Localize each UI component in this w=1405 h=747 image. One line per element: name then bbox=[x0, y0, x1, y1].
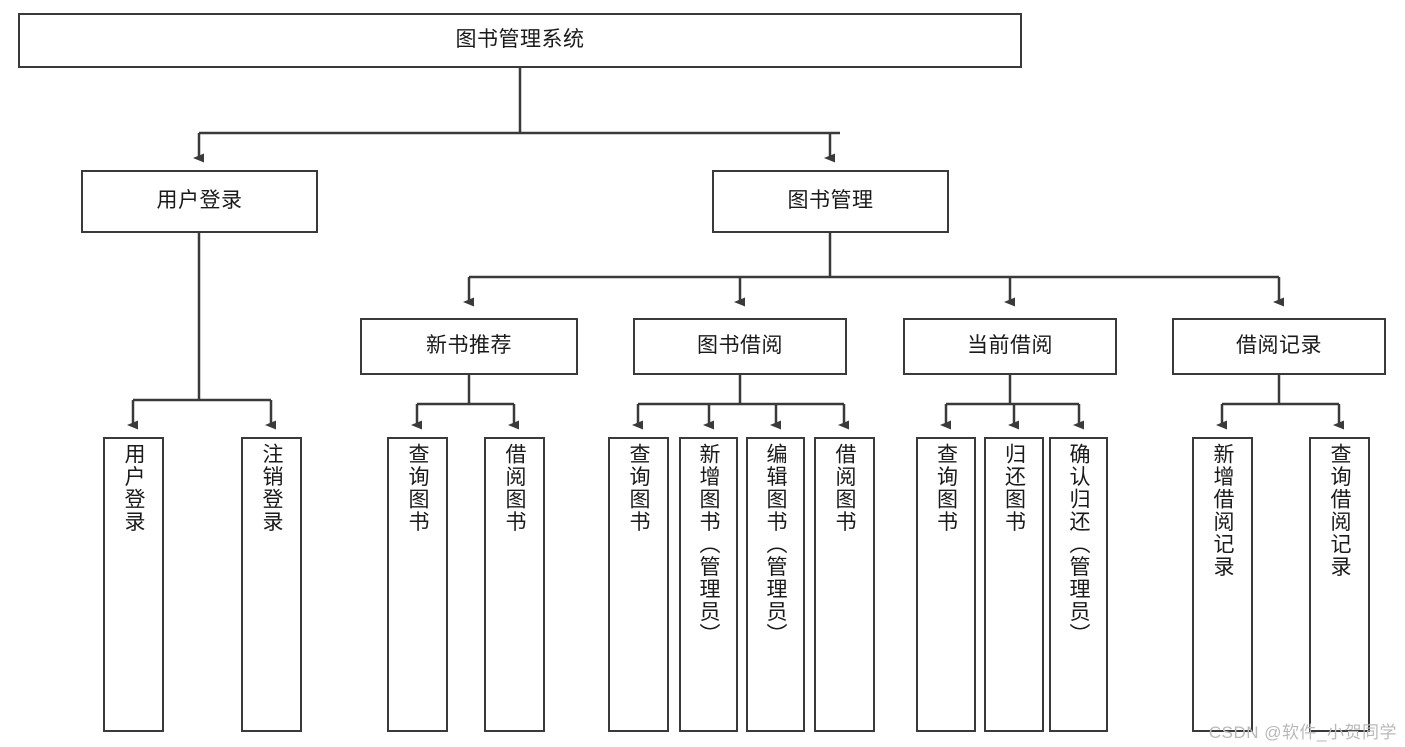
node-leaf-borrow-book-1[interactable]: 借阅图书 bbox=[484, 437, 545, 732]
node-leaf-add-book[interactable]: 新增图书（管理员） bbox=[679, 437, 738, 732]
node-leaf-query-record[interactable]: 查询借阅记录 bbox=[1309, 437, 1370, 732]
node-leaf-user-login-label: 用户登录 bbox=[122, 443, 145, 533]
node-leaf-query-book-2[interactable]: 查询图书 bbox=[608, 437, 669, 732]
node-new-book-rec[interactable]: 新书推荐 bbox=[360, 318, 578, 375]
node-user-login[interactable]: 用户登录 bbox=[81, 170, 318, 233]
node-book-manage-label: 图书管理 bbox=[787, 189, 874, 213]
node-leaf-query-book-1[interactable]: 查询图书 bbox=[387, 437, 448, 732]
node-root-label: 图书管理系统 bbox=[455, 28, 585, 52]
node-leaf-query-book-3-label: 查询图书 bbox=[934, 443, 958, 533]
node-leaf-query-book-2-label: 查询图书 bbox=[627, 443, 650, 533]
node-borrow-record[interactable]: 借阅记录 bbox=[1172, 318, 1386, 375]
node-leaf-logout-label: 注销登录 bbox=[260, 443, 283, 533]
node-leaf-logout[interactable]: 注销登录 bbox=[241, 437, 302, 732]
node-current-borrow[interactable]: 当前借阅 bbox=[903, 318, 1117, 375]
node-leaf-confirm-return[interactable]: 确认归还（管理员） bbox=[1049, 437, 1108, 732]
node-book-borrow[interactable]: 图书借阅 bbox=[633, 318, 847, 375]
node-leaf-edit-book-label: 编辑图书（管理员） bbox=[764, 443, 787, 646]
node-leaf-borrow-book-2-label: 借阅图书 bbox=[833, 443, 856, 533]
node-leaf-edit-book[interactable]: 编辑图书（管理员） bbox=[746, 437, 805, 732]
node-current-borrow-label: 当前借阅 bbox=[967, 334, 1053, 358]
node-leaf-user-login[interactable]: 用户登录 bbox=[103, 437, 164, 732]
node-leaf-confirm-return-label: 确认归还（管理员） bbox=[1067, 443, 1090, 646]
node-book-manage[interactable]: 图书管理 bbox=[712, 170, 949, 233]
node-leaf-return-book[interactable]: 归还图书 bbox=[984, 437, 1044, 732]
node-leaf-borrow-book-2[interactable]: 借阅图书 bbox=[814, 437, 875, 732]
node-book-borrow-label: 图书借阅 bbox=[697, 334, 783, 358]
node-leaf-borrow-book-1-label: 借阅图书 bbox=[503, 443, 526, 533]
node-leaf-query-book-1-label: 查询图书 bbox=[406, 443, 429, 533]
node-borrow-record-label: 借阅记录 bbox=[1236, 334, 1322, 358]
node-root[interactable]: 图书管理系统 bbox=[18, 13, 1022, 68]
node-leaf-add-book-label: 新增图书（管理员） bbox=[697, 443, 720, 646]
node-leaf-add-record[interactable]: 新增借阅记录 bbox=[1192, 437, 1253, 732]
node-leaf-query-record-label: 查询借阅记录 bbox=[1328, 443, 1351, 578]
node-leaf-query-book-3[interactable]: 查询图书 bbox=[916, 437, 976, 732]
node-leaf-return-book-label: 归还图书 bbox=[1002, 443, 1026, 533]
node-new-book-rec-label: 新书推荐 bbox=[426, 334, 512, 358]
node-leaf-add-record-label: 新增借阅记录 bbox=[1211, 443, 1234, 578]
node-user-login-label: 用户登录 bbox=[156, 189, 243, 213]
